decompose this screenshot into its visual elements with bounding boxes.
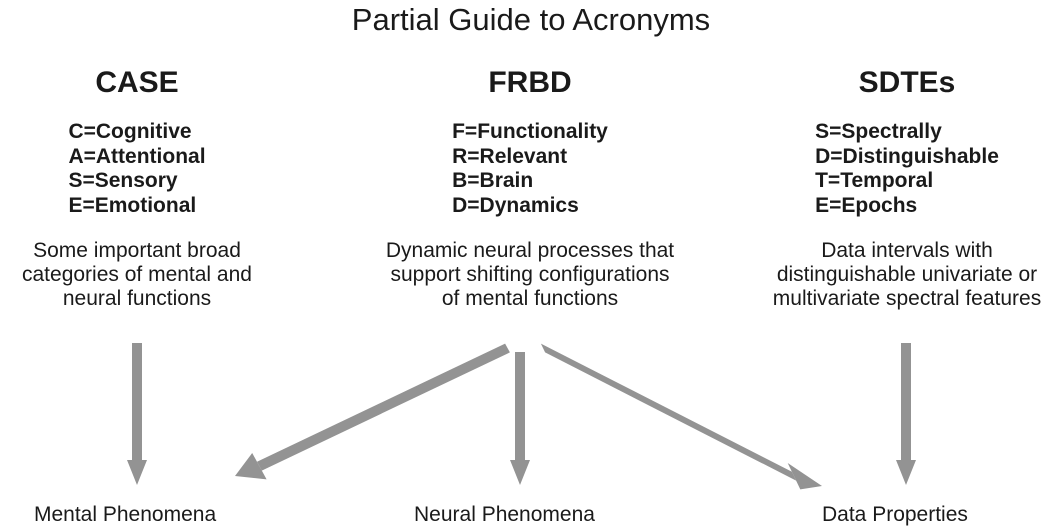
arrow-group [127, 343, 916, 490]
definition-line: D=Distinguishable [815, 144, 999, 168]
arrow-frbd-to-data [540, 343, 822, 490]
definition-line: A=Attentional [68, 144, 206, 168]
description-line: Some important broad [33, 239, 241, 262]
column-case: CASE C=Cognitive A=Attentional S=Sensory… [0, 66, 307, 311]
arrow-frbd-to-neural [510, 352, 530, 485]
definition-line: E=Epochs [815, 193, 918, 217]
description-case: Some important broad categories of menta… [0, 239, 307, 311]
definitions-sdtes: S=Spectrally D=Distinguishable T=Tempora… [815, 120, 999, 218]
definition-line: R=Relevant [452, 144, 568, 168]
definition-line: F=Functionality [452, 120, 608, 143]
description-line: neural functions [62, 287, 212, 310]
definition-line: C=Cognitive [68, 120, 192, 143]
label-data-properties: Data Properties [822, 503, 968, 526]
acronym-case: CASE [95, 66, 179, 99]
definition-line: B=Brain [452, 169, 534, 192]
definitions-case: C=Cognitive A=Attentional S=Sensory E=Em… [68, 120, 205, 218]
definition-line: S=Spectrally [815, 120, 942, 143]
label-neural-phenomena: Neural Phenomena [414, 503, 595, 526]
column-sdtes: SDTEs S=Spectrally D=Distinguishable T=T… [737, 66, 1062, 311]
diagram-title: Partial Guide to Acronyms [351, 2, 711, 37]
definition-line: E=Emotional [68, 193, 197, 217]
description-sdtes: Data intervals with distinguishable univ… [737, 239, 1062, 311]
description-line: Data intervals with [821, 239, 993, 262]
description-line: multivariate spectral features [772, 287, 1042, 310]
definitions-frbd: F=Functionality R=Relevant B=Brain D=Dyn… [452, 120, 608, 218]
arrow-case-to-mental [127, 343, 147, 485]
definition-line: S=Sensory [68, 169, 178, 192]
description-line: support shifting configurations [390, 263, 670, 286]
acronym-sdtes: SDTEs [858, 66, 956, 99]
description-line: of mental functions [441, 287, 619, 310]
acronym-frbd: FRBD [488, 66, 572, 99]
arrow-sdtes-to-data [896, 343, 916, 485]
definition-line: T=Temporal [815, 169, 934, 192]
description-line: distinguishable univariate or [776, 263, 1038, 286]
description-line: Dynamic neural processes that [385, 239, 675, 262]
description-line: categories of mental and [22, 263, 252, 286]
label-mental-phenomena: Mental Phenomena [34, 503, 217, 526]
arrow-frbd-to-mental [235, 343, 510, 480]
definition-line: D=Dynamics [452, 193, 579, 217]
description-frbd: Dynamic neural processes that support sh… [360, 239, 700, 311]
column-frbd: FRBD F=Functionality R=Relevant B=Brain … [360, 66, 700, 311]
